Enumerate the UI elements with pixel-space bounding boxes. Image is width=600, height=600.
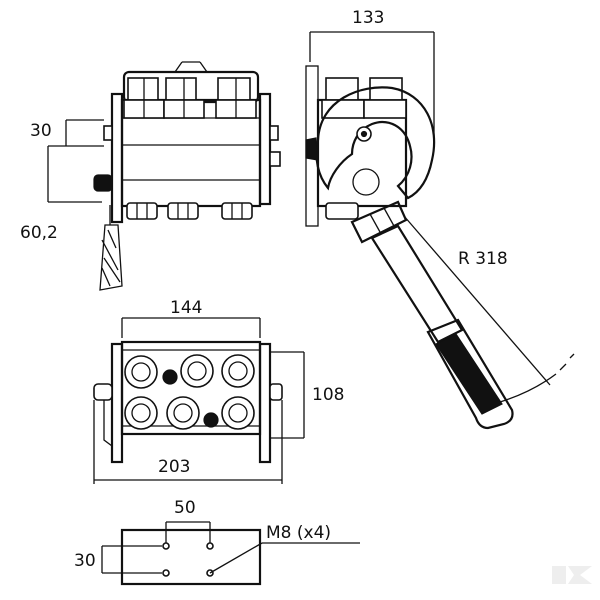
- bottom-fitting-1: [126, 202, 158, 220]
- dim-133: 133: [352, 8, 384, 28]
- dim-60-2: 60,2: [20, 223, 58, 243]
- radius-arc: [499, 373, 557, 403]
- lever-clamp: [350, 200, 408, 244]
- lever-hook: [315, 86, 436, 200]
- side-top-nut-1: [321, 99, 365, 119]
- radius-arc-dashes: [559, 353, 575, 371]
- bolt-spec: M8 (x4): [266, 523, 331, 543]
- handle-grip: [435, 333, 503, 415]
- top-bolt-right: [269, 383, 283, 401]
- side-top-fitting-1: [325, 77, 359, 101]
- watermark-logo: [552, 566, 592, 584]
- front-view: 30 60,2: [20, 61, 281, 291]
- hole-2: [206, 542, 214, 550]
- top-view: 144 108 203: [93, 298, 344, 484]
- side-bolt: [93, 174, 113, 192]
- side-top-nut-2: [363, 99, 407, 119]
- side-plate-left: [110, 92, 124, 224]
- top-bolt-left: [93, 383, 113, 401]
- side-plate-right: [258, 92, 272, 206]
- pivot-hole: [352, 168, 380, 196]
- top-fitting-3: [217, 77, 251, 101]
- top-plate-left: [110, 342, 124, 464]
- right-knob-2: [269, 151, 281, 167]
- side-view: 133 R 318: [305, 8, 575, 430]
- dim-30-left: 30: [30, 121, 52, 141]
- port-row-bottom: [124, 396, 255, 430]
- dim-144: 144: [170, 298, 202, 318]
- hole-pattern: 50 M8 (x4) 30: [74, 498, 360, 586]
- dim-r318: R 318: [458, 249, 508, 269]
- bottom-fitting-2: [167, 202, 199, 220]
- dim-203: 203: [158, 457, 190, 477]
- right-knob-1: [269, 125, 279, 141]
- bottom-fitting-3: [221, 202, 253, 220]
- dim-50: 50: [174, 498, 196, 518]
- top-fitting-2: [165, 77, 197, 101]
- port-row-top: [124, 354, 255, 389]
- hole-3: [162, 569, 170, 577]
- lever-handle: [426, 318, 514, 430]
- left-knob: [103, 125, 113, 141]
- dim-108: 108: [312, 385, 344, 405]
- mounting-plate: [120, 528, 262, 586]
- top-fitting-1: [127, 77, 159, 101]
- hole-1: [162, 542, 170, 550]
- top-plate-right: [258, 342, 272, 464]
- dim-30-bottom: 30: [74, 551, 96, 571]
- lever-rod: [370, 224, 464, 344]
- side-bottom-fitting: [325, 202, 359, 220]
